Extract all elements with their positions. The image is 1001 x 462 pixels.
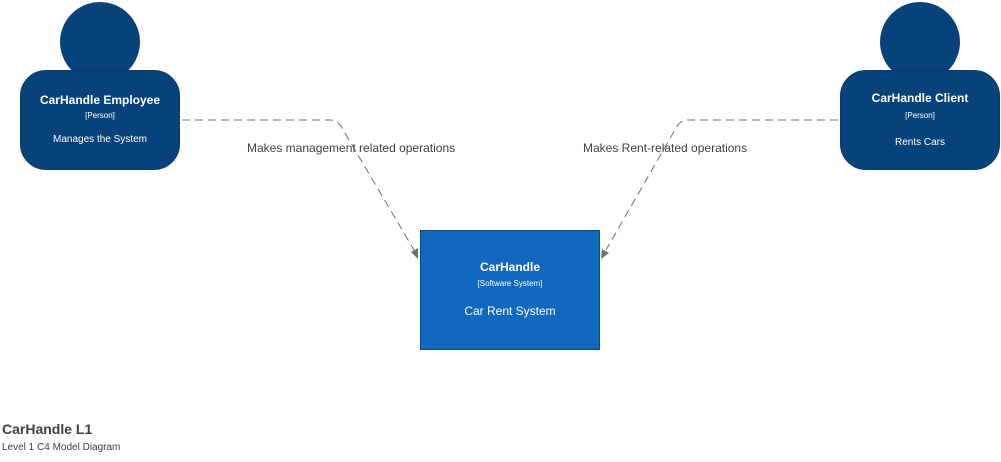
employee-type: [Person] [85, 111, 115, 120]
edge-client-arrowhead [601, 249, 609, 259]
system-description: Car Rent System [464, 304, 556, 318]
edge-client-to-system [605, 119, 838, 251]
client-person[interactable]: CarHandle Client [Person] Rents Cars [840, 70, 1000, 170]
employee-person[interactable]: CarHandle Employee [Person] Manages the … [20, 70, 180, 170]
client-name: CarHandle Client [871, 91, 969, 105]
edge-employee-to-system [182, 119, 415, 251]
diagram-title: CarHandle L1 [2, 421, 93, 437]
edge-label-employee: Makes management related operations [247, 141, 456, 155]
system-name: CarHandle [479, 260, 541, 274]
employee-description: Manages the System [53, 134, 147, 145]
system-type: [Software System] [477, 279, 543, 288]
edge-employee-arrowhead [411, 248, 418, 259]
client-head [880, 2, 960, 82]
client-type: [Person] [905, 111, 935, 120]
carhandle-system[interactable]: CarHandle [Software System] Car Rent Sys… [420, 230, 600, 350]
employee-name: CarHandle Employee [39, 93, 161, 107]
client-description: Rents Cars [894, 137, 945, 148]
employee-head [60, 2, 140, 82]
diagram-subtitle: Level 1 C4 Model Diagram [2, 442, 121, 453]
edge-label-client: Makes Rent-related operations [583, 141, 748, 155]
